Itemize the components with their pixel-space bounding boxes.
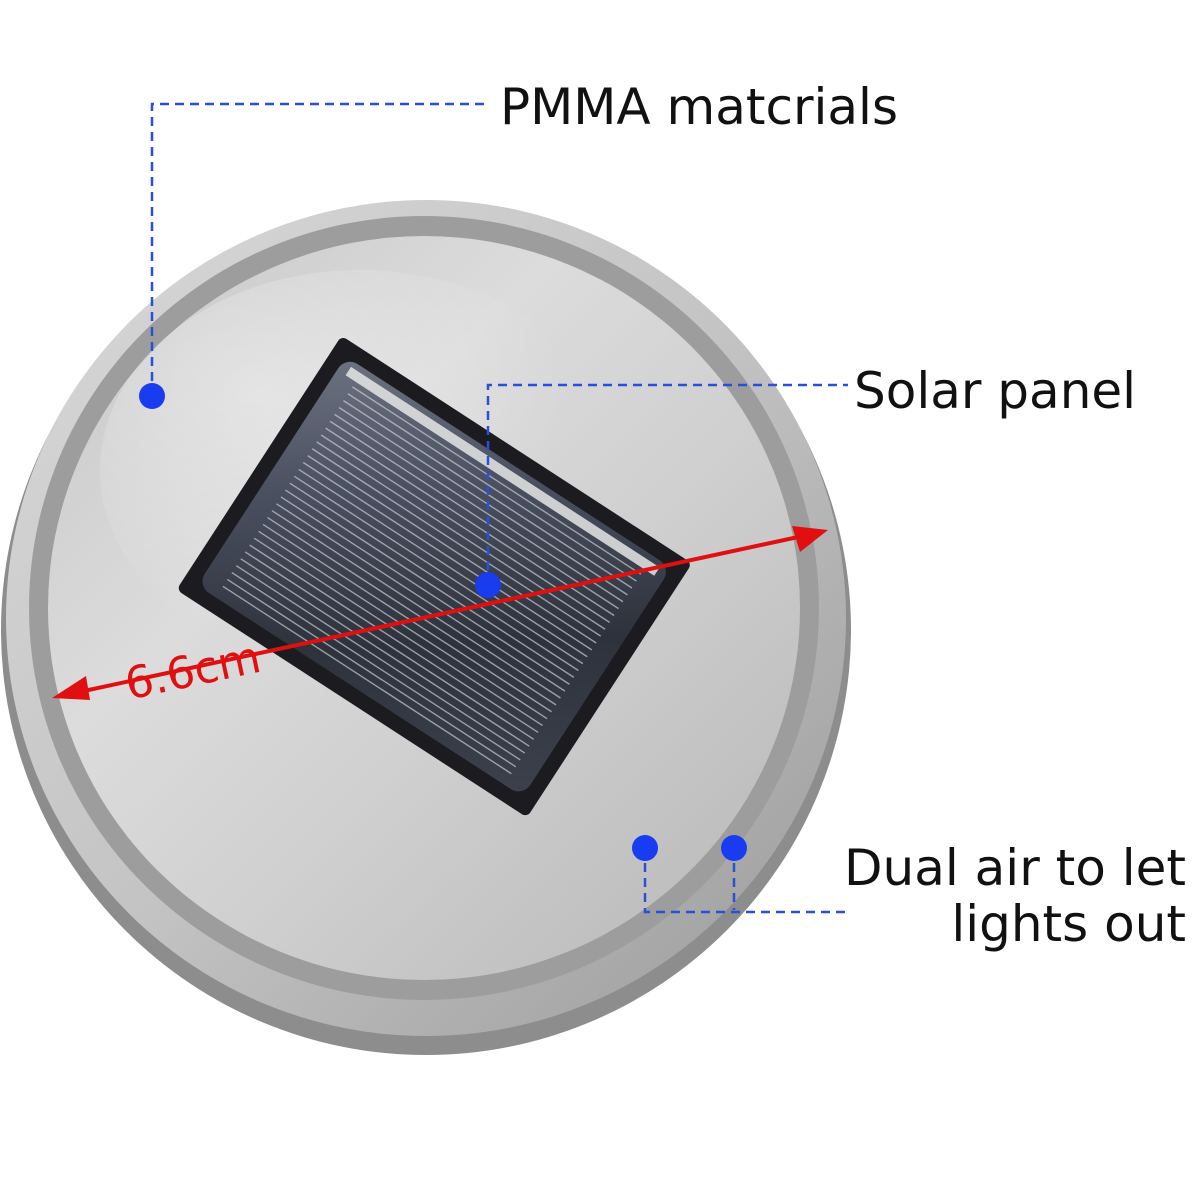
callout-dual-air-line1: Dual air to let bbox=[844, 839, 1186, 897]
solar-cell-line bbox=[222, 585, 512, 775]
solar-cell-line bbox=[244, 551, 535, 740]
solar-cell-line bbox=[338, 406, 628, 596]
leader-pmma bbox=[150, 102, 488, 396]
solar-cell-line bbox=[334, 413, 624, 603]
solar-cell-line bbox=[298, 468, 588, 658]
solar-cell-line bbox=[316, 441, 606, 630]
leader-solar bbox=[486, 383, 848, 585]
solar-cell-line bbox=[240, 558, 530, 747]
callout-markers bbox=[139, 383, 747, 861]
solar-cell-line bbox=[226, 578, 517, 768]
leader-air-left bbox=[643, 848, 848, 914]
marker-pmma bbox=[139, 383, 165, 409]
solar-cell-line bbox=[271, 510, 561, 699]
marker-solar bbox=[475, 572, 501, 598]
solar-cell-line bbox=[352, 386, 642, 575]
solar-cell-line bbox=[320, 434, 611, 623]
solar-cell-line bbox=[280, 496, 570, 685]
leader-lines bbox=[150, 102, 848, 914]
dimension-line bbox=[69, 532, 813, 696]
solar-cell-line bbox=[285, 489, 575, 678]
solar-cell-line bbox=[258, 530, 548, 720]
solar-cell-line bbox=[253, 537, 544, 727]
solar-cell-line bbox=[329, 420, 619, 610]
solar-cell-line bbox=[307, 455, 597, 644]
callout-solar-panel: Solar panel bbox=[854, 362, 1137, 420]
solar-cell-line bbox=[262, 523, 552, 713]
solar-cell-line bbox=[231, 571, 521, 761]
solar-cell-line bbox=[302, 461, 593, 651]
solar-cell-line bbox=[235, 565, 526, 754]
dimension-arrow-left bbox=[52, 676, 90, 700]
callout-dual-air: Dual air to let lights out bbox=[844, 840, 1186, 952]
solar-cell-line bbox=[293, 475, 584, 665]
solar-cell-line bbox=[249, 544, 539, 733]
solar-cell-line bbox=[311, 448, 602, 637]
solar-cell-line bbox=[325, 427, 615, 617]
solar-cell-line bbox=[289, 482, 579, 672]
solar-cell-line bbox=[267, 516, 557, 706]
solar-cell-line bbox=[347, 393, 637, 582]
callout-pmma: PMMA matcrials bbox=[500, 78, 898, 136]
dimension-arrow-right bbox=[792, 526, 828, 552]
marker-air-left bbox=[632, 835, 658, 861]
solar-cell-line bbox=[276, 503, 566, 692]
callout-dual-air-line2: lights out bbox=[951, 895, 1186, 953]
marker-air-right bbox=[721, 835, 747, 861]
solar-panel bbox=[178, 337, 690, 816]
